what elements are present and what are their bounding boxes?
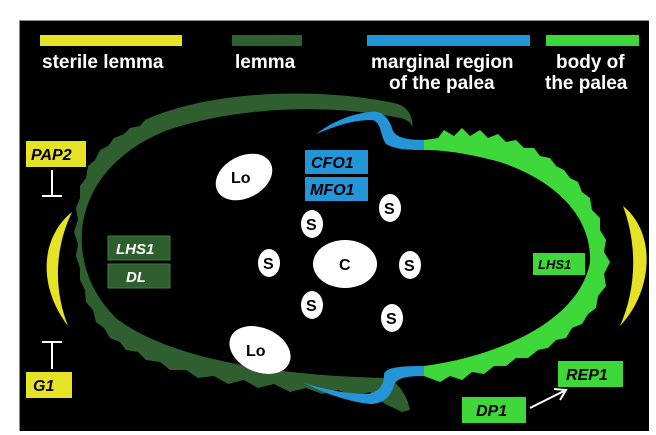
legend-bar-sterile-lemma [40,35,182,46]
stamen [258,249,280,277]
activation-arrow-dp1-rep1 [529,388,568,409]
gene-label-lhs1-lemma: LHS1 [116,241,154,258]
gene-label-dl: DL [126,269,146,286]
gene-label-rep1: REP1 [566,367,608,384]
stamen-label: S [384,201,395,218]
legend-bar-lemma [232,35,302,46]
carpel-label: C [339,257,351,274]
legend-label-marginal-line1: marginal region [371,52,514,73]
legend-label-palea-line2: the palea [545,73,628,94]
stamen-label: S [306,217,317,234]
stamen-label: S [306,298,317,315]
stamen [381,304,403,332]
marginal-region-bottom [304,366,424,404]
gene-label-pap2: PAP2 [31,147,72,164]
lodicule-top [215,153,273,201]
marginal-region-top [316,111,424,150]
stamen [301,291,323,319]
gene-label-dp1: DP1 [476,403,507,420]
palea-body-shape [424,128,610,382]
gene-label-mfo1: MFO1 [310,182,355,199]
gene-box-dp1 [462,397,526,423]
stamen-label: S [263,256,274,273]
lemma-shape [74,93,413,413]
diagram-background [19,20,649,431]
legend-bar-marginal-region [367,35,530,46]
stamen [301,210,323,238]
stamen-label: S [386,311,397,328]
legend-bar-palea-body [546,35,639,46]
lodicule-label-top: Lo [231,170,251,187]
gene-label-lhs1-palea: LHS1 [538,257,571,272]
gene-box-dl [107,263,171,289]
legend-label-marginal-line2: of the palea [389,73,495,94]
stamen [379,194,401,222]
sterile-lemma-right [620,206,647,326]
gene-label-g1: G1 [33,378,54,395]
legend-label-lemma: lemma [235,52,296,73]
gene-box-rep1 [558,361,623,387]
gene-box-lhs1-palea [533,253,585,275]
gene-box-pap2 [26,141,86,167]
legend-label-sterile-lemma: sterile lemma [42,52,164,73]
repression-arrow-g1 [42,341,62,369]
legend-label-palea-line1: body of [556,52,625,73]
carpel [313,240,377,288]
stamen-label: S [404,258,415,275]
lodicule-bottom [229,326,291,374]
gene-box-lhs1-lemma [107,235,171,261]
repression-arrow-pap2 [42,170,62,197]
gene-box-g1 [26,372,72,398]
gene-label-cfo1: CFO1 [311,155,354,172]
stamen [399,251,421,279]
lodicule-label-bottom: Lo [246,343,266,360]
gene-box-mfo1 [305,177,368,201]
sterile-lemma-left [46,212,72,326]
gene-box-cfo1 [305,150,368,174]
